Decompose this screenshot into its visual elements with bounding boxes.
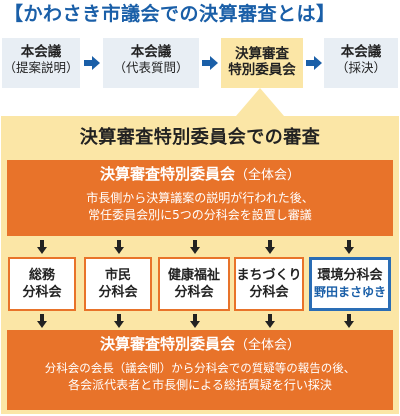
subcommittee-label: 環境分科会 [317,268,383,283]
down-arrow-icon [114,314,124,328]
down-arrow-icon [344,314,354,328]
subcommittee-citizens: 市民 分科会 [84,257,152,311]
subcommittee-label: 健康福祉 [167,268,220,283]
subcommittee-health-welfare: 健康福祉 分科会 [158,257,230,311]
step-plenary-proposal: 本会議 （提案説明） [2,38,80,88]
page-title: 【かわさき市議会での決算審査とは】 [4,3,336,25]
box-body-line: 各会派代表者と市長側による総括質疑を行い採決 [68,378,332,392]
box-title: 決算審査特別委員会（全体会） [7,160,393,186]
down-arrow-icon [190,314,200,328]
plenary-committee-box-top: 決算審査特別委員会（全体会） 市長側から決算議案の説明が行われた後、 常任委員会… [7,160,393,236]
subcommittee-label: 分科会 [249,285,289,300]
step-sublabel: （採決） [335,60,386,75]
box-body-line: 市長側から決算議案の説明が行われた後、 [86,191,314,205]
member-name: 野田まさゆき [313,285,386,299]
subcommittee-general-affairs: 総務 分科会 [8,257,76,311]
plenary-committee-box-bottom: 決算審査特別委員会（全体会） 分科会の会長（議会側）から分科会での質疑等の報告の… [7,330,393,410]
down-arrow-icon [37,240,47,254]
box-title-paren: （全体会） [235,168,301,183]
panel-pointer [236,88,284,116]
box-title-paren: （全体会） [235,338,301,353]
step-label: 本会議 [20,44,62,60]
step-sublabel: （代表質問） [113,60,189,75]
right-arrow-icon [306,56,322,70]
subcommittee-label: 市民 [104,268,131,283]
subcommittee-label: 総務 [28,268,55,283]
step-audit-committee: 決算審査 特別委員会 [221,38,303,88]
step-label: 本会議 [340,44,382,60]
step-sublabel: （提案説明） [3,60,79,75]
subcommittee-urban-development: まちづくり 分科会 [234,257,304,311]
subcommittee-label: 分科会 [174,285,214,300]
box-title: 決算審査特別委員会（全体会） [7,330,393,356]
step-plenary-vote: 本会議 （採決） [324,38,398,88]
subcommittee-label: 分科会 [98,285,138,300]
down-arrow-icon [265,314,275,328]
right-arrow-icon [84,56,100,70]
box-title-main: 決算審査特別委員会 [99,335,235,353]
down-arrow-icon [37,314,47,328]
panel-title: 決算審査特別委員会での審査 [79,127,321,148]
subcommittee-label: まちづくり [236,268,302,283]
step-label: 決算審査 [235,46,289,62]
step-label: 本会議 [130,44,172,60]
box-body-line: 分科会の会長（議会側）から分科会での質疑等の報告の後、 [44,361,356,375]
box-title-main: 決算審査特別委員会 [99,165,235,183]
down-arrow-icon [265,240,275,254]
down-arrow-icon [114,240,124,254]
step-sublabel: 特別委員会 [228,62,296,78]
subcommittee-label: 分科会 [22,285,62,300]
box-body-line: 常任委員会別に5つの分科会を設置し審議 [88,208,312,222]
down-arrow-icon [190,240,200,254]
down-arrow-icon [344,240,354,254]
step-plenary-question: 本会議 （代表質問） [103,38,199,88]
subcommittee-environment: 環境分科会 野田まさゆき [309,257,391,311]
right-arrow-icon [202,56,218,70]
